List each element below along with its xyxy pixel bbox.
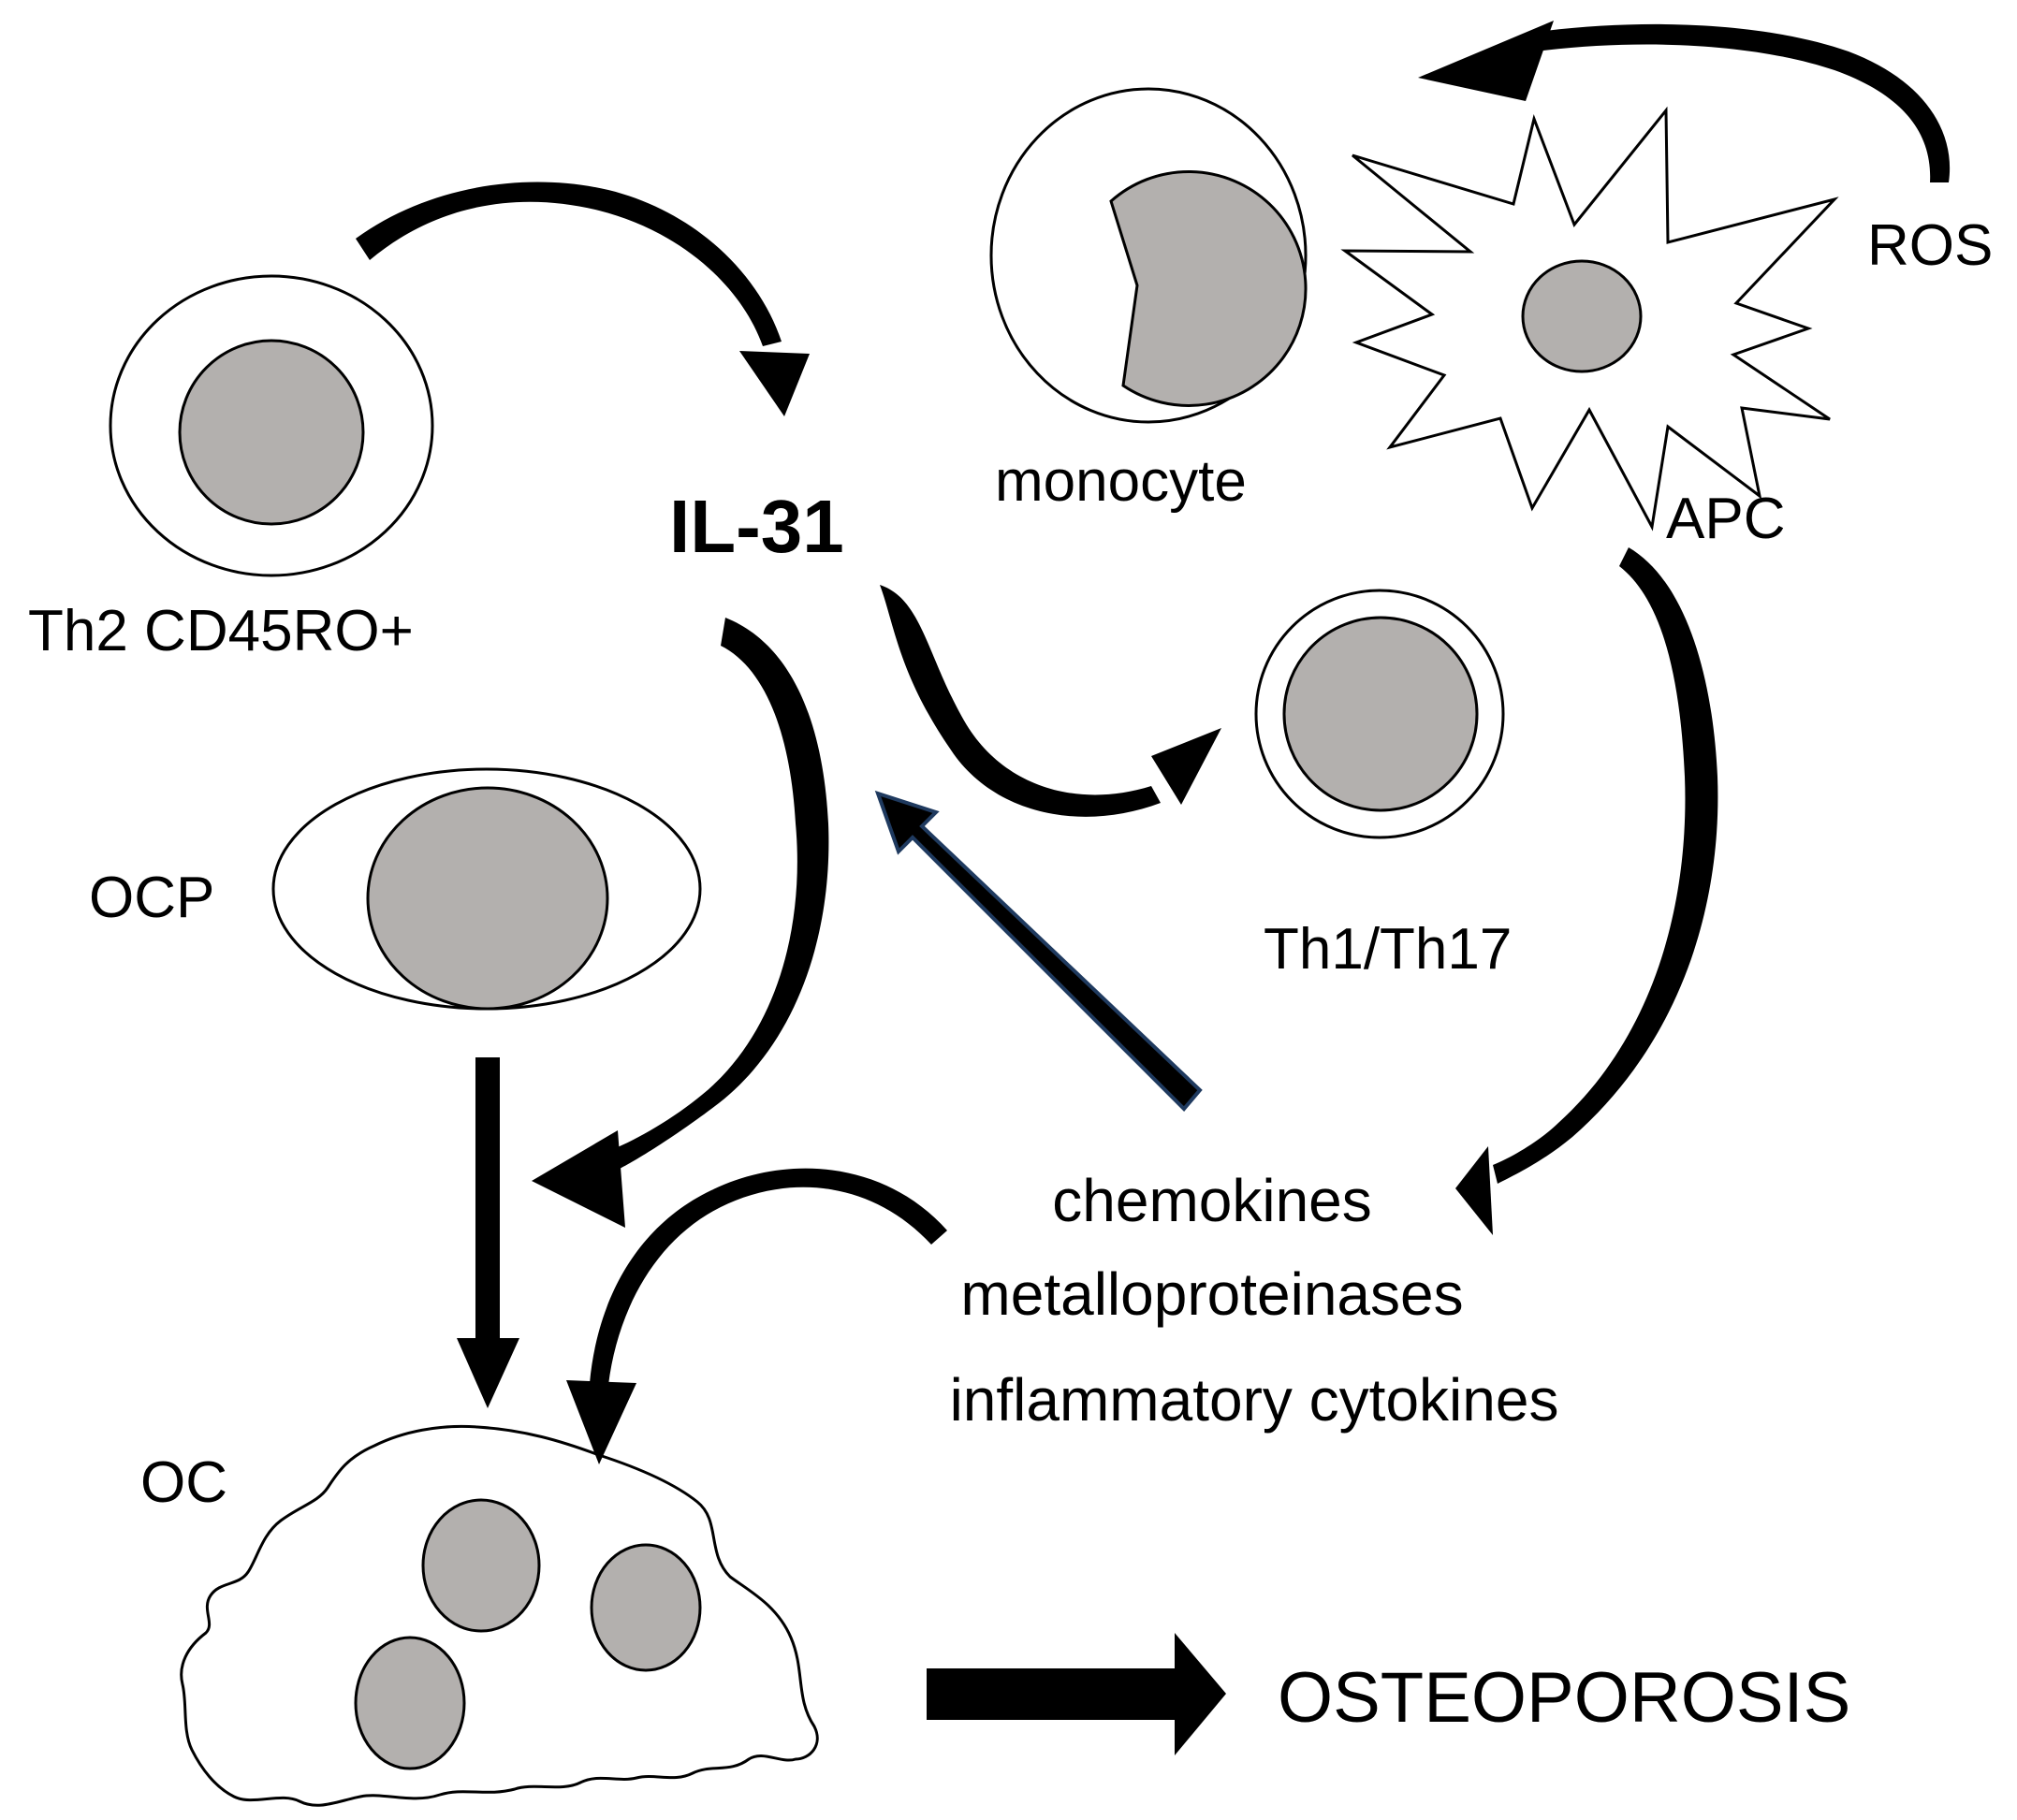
arrow-ocp-to-oc bbox=[457, 1057, 519, 1408]
arrow-th2-to-il31 bbox=[356, 182, 810, 416]
arrow-mediators-to-il31 bbox=[874, 790, 1203, 1112]
osteoclast-cell-icon bbox=[180, 1424, 819, 1807]
mediator-metalloproteinases: metalloproteinases bbox=[960, 1260, 1463, 1328]
mediator-inflammatory-cytokines: inflammatory cytokines bbox=[950, 1366, 1559, 1434]
oc-label: OC bbox=[140, 1450, 227, 1515]
monocyte-label: monocyte bbox=[995, 449, 1247, 514]
arrow-oc-to-osteoporosis bbox=[927, 1633, 1226, 1755]
arrow-il31-to-oc bbox=[532, 618, 829, 1228]
apc-cell-icon bbox=[1340, 106, 1839, 531]
ocp-cell-icon bbox=[271, 767, 702, 1011]
arrow-apc-to-mediators bbox=[1455, 547, 1718, 1235]
th1-th17-cell-icon bbox=[1254, 589, 1505, 839]
il31-label: IL-31 bbox=[669, 485, 844, 568]
apc-label: APC bbox=[1666, 487, 1785, 551]
th2-cell-icon bbox=[109, 274, 434, 577]
mediator-chemokines: chemokines bbox=[1052, 1167, 1372, 1234]
monocyte-cell-icon bbox=[989, 87, 1308, 424]
th1-th17-label: Th1/Th17 bbox=[1264, 917, 1512, 982]
ocp-label: OCP bbox=[89, 866, 214, 930]
osteoporosis-label: OSTEOPOROSIS bbox=[1278, 1658, 1850, 1738]
th2-label: Th2 CD45RO+ bbox=[28, 599, 414, 663]
ros-label: ROS bbox=[1867, 213, 1993, 278]
arrow-mediators-to-oc bbox=[566, 1168, 947, 1464]
arrow-il31-to-th1th17 bbox=[880, 585, 1221, 817]
arrow-ros-to-monocyte bbox=[1418, 21, 1951, 182]
